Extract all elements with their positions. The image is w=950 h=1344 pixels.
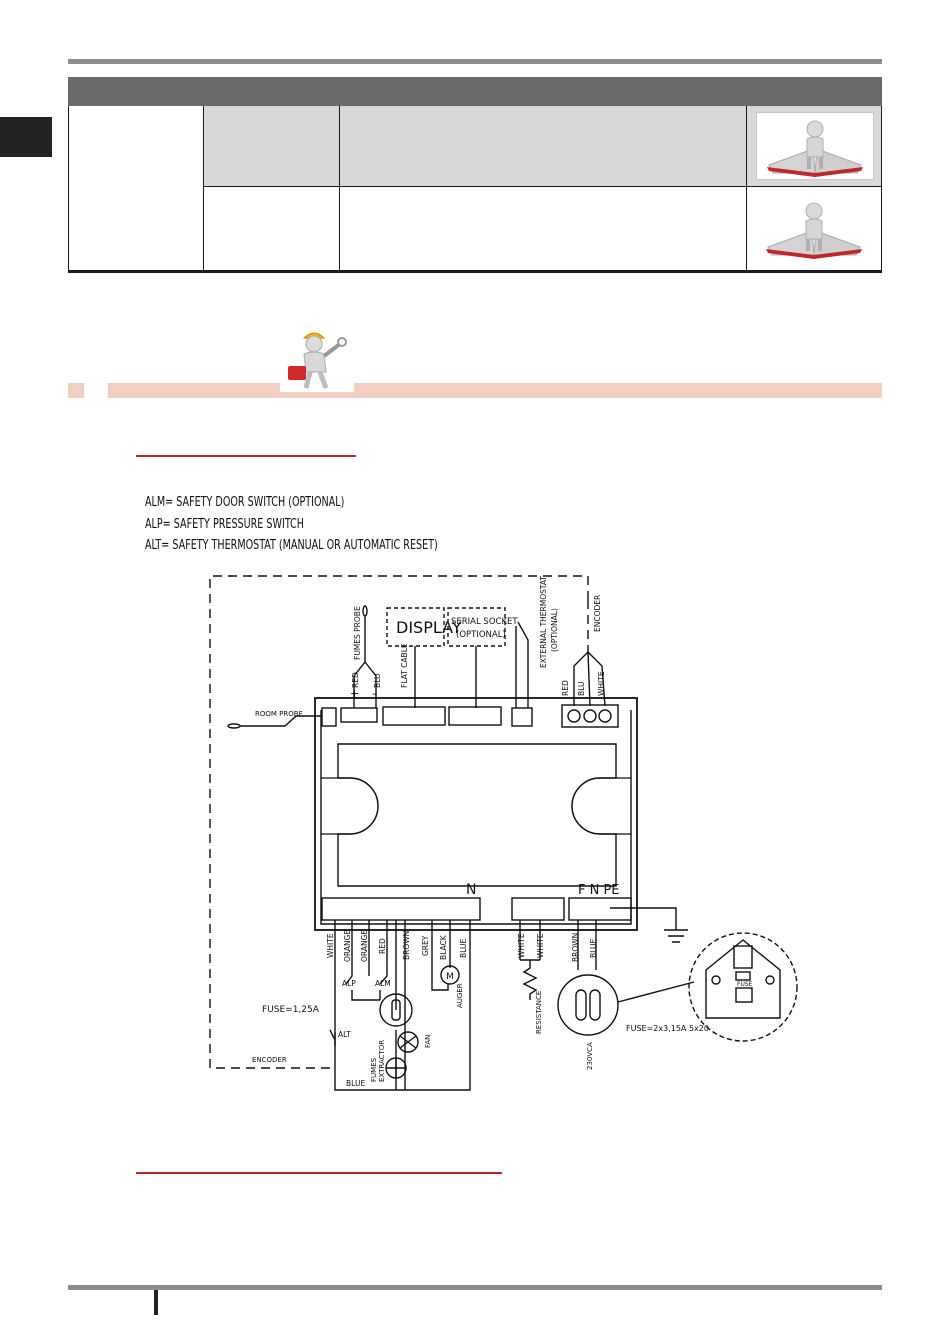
chapter-tab — [0, 117, 52, 157]
display-label: DISPLAY — [396, 618, 462, 637]
encoder-bottom-label: ENCODER — [252, 1056, 287, 1064]
auger-label: AUGER — [456, 983, 464, 1008]
vac-label: 230VCA — [586, 1042, 594, 1070]
wire-label: BROWN — [402, 931, 411, 960]
wire-label: ORANGE — [343, 930, 352, 962]
fuse-box-label: FUSE — [737, 981, 753, 988]
fumes-probe-label: FUMES PROBE — [353, 606, 362, 660]
bottom-rule — [68, 1285, 882, 1290]
section-number-box — [84, 383, 108, 398]
technician-icon — [280, 328, 354, 392]
ext-optional-label: (OPTIONAL) — [550, 608, 559, 652]
flat-cable-label: FLAT CABLE — [400, 643, 409, 688]
encoder-blu-label: BLU — [577, 682, 586, 696]
encoder-red-label: RED — [561, 680, 570, 696]
fuse-left-label: FUSE=1,25A — [262, 1005, 320, 1015]
legend-alt: ALT= SAFETY THERMOSTAT (MANUAL OR AUTOMA… — [145, 538, 438, 553]
serial-optional-label: (OPTIONAL) — [456, 630, 506, 640]
wire-label: BLACK — [439, 934, 448, 960]
fan-label: FAN — [424, 1035, 432, 1048]
plus-label: + — [350, 687, 359, 700]
fumes-extractor-label-2: EXTRACTOR — [378, 1040, 386, 1082]
external-thermostat-label: EXTERNAL THERMOSTAT — [539, 576, 548, 668]
wire-label: BLUE — [589, 939, 598, 958]
encoder-top-label: ENCODER — [593, 595, 602, 632]
wire-label: WHITE — [326, 933, 335, 958]
top-rule — [68, 59, 882, 64]
legend-alm: ALM= SAFETY DOOR SWITCH (OPTIONAL) — [145, 495, 345, 510]
wire-label: BLUE — [459, 939, 468, 958]
room-probe-label: ROOM PROBE — [255, 710, 303, 718]
probe-red-label: RED — [351, 672, 360, 688]
blue-bottom-label: BLUE — [346, 1079, 365, 1088]
wire-label: WHITE — [536, 933, 545, 958]
fumes-extractor-label-1: FUMES — [370, 1057, 378, 1082]
wire-label: BROWN — [571, 933, 580, 962]
encoder-white-label: WHITE — [597, 671, 606, 696]
table-header-row — [68, 77, 882, 106]
fuse-right-label: FUSE=2x3,15A 5x20 — [626, 1024, 709, 1033]
serial-socket-label: SERIAL SOCKET — [451, 617, 518, 627]
resistance-label: RESISTANCE — [535, 991, 543, 1034]
manual-book-icon — [756, 195, 872, 261]
wire-label: ORANGE — [360, 930, 369, 962]
info-table — [68, 77, 882, 273]
alm-label: ALM — [375, 979, 391, 988]
alp-label: ALP — [342, 979, 356, 988]
manual-book-icon — [756, 112, 874, 180]
legend-alp: ALP= SAFETY PRESSURE SWITCH — [145, 517, 304, 532]
wire-label: GREY — [421, 935, 430, 956]
alt-label: ALT — [338, 1030, 351, 1039]
neutral-label: N — [466, 882, 476, 898]
minus-label: – — [372, 687, 378, 700]
section-header-bar — [68, 383, 882, 398]
probe-blu-label: BLU — [373, 674, 382, 688]
page-marker — [154, 1290, 158, 1315]
subsection-underline — [136, 1172, 502, 1174]
subsection-underline — [136, 455, 356, 457]
fnpe-label: F N PE — [578, 883, 620, 898]
wire-label: RED — [378, 938, 387, 954]
svg-text:M: M — [446, 972, 454, 982]
wire-label: WHITE — [517, 933, 526, 958]
